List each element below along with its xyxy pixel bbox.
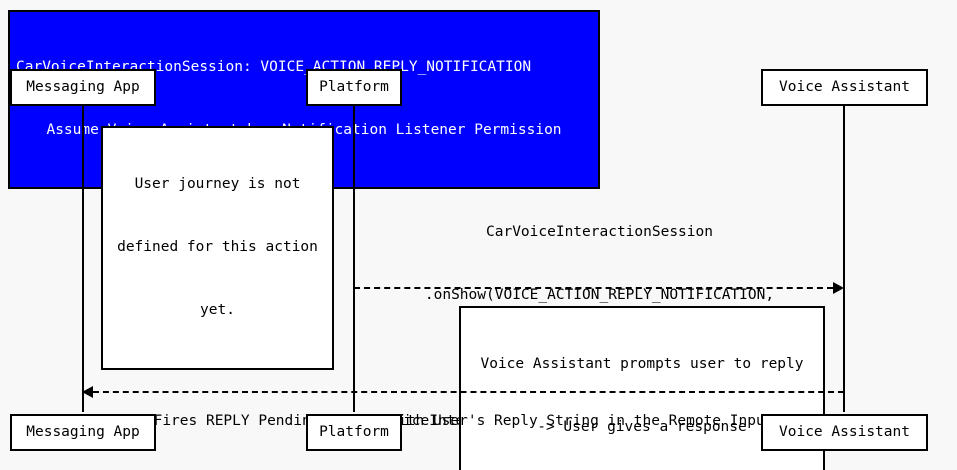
participant-voice-assistant-bottom[interactable]: Voice Assistant bbox=[761, 414, 928, 451]
participant-messaging-app-bottom[interactable]: Messaging App bbox=[10, 414, 156, 451]
message-reply-pending-intent-arrow-head bbox=[82, 386, 93, 398]
message-reply-pending-intent-arrow-line bbox=[93, 391, 844, 393]
message-reply-pending-intent-label: Fires REPLY Pending Intent with User's R… bbox=[84, 369, 843, 470]
message-onshow-line-1: CarVoiceInteractionSession bbox=[486, 224, 713, 240]
participant-messaging-app-top[interactable]: Messaging App bbox=[10, 69, 156, 106]
note-user-journey: User journey is not defined for this act… bbox=[101, 126, 334, 370]
message-reply-pending-intent-line-1: Fires REPLY Pending Intent with User's R… bbox=[153, 413, 774, 429]
participant-platform-top[interactable]: Platform bbox=[306, 69, 402, 106]
note-user-journey-line-3: yet. bbox=[200, 302, 235, 318]
note-user-journey-line-1: User journey is not bbox=[134, 176, 301, 192]
participant-voice-assistant-top[interactable]: Voice Assistant bbox=[761, 69, 928, 106]
note-assistant-prompt-line-1: Voice Assistant prompts user to reply bbox=[480, 356, 804, 372]
message-onshow-line-2: .onShow(VOICE_ACTION_REPLY_NOTIFICATION, bbox=[424, 287, 775, 303]
participant-platform-bottom[interactable]: Platform bbox=[306, 414, 402, 451]
lifeline-voice-assistant bbox=[843, 105, 845, 412]
message-onshow-arrow-line bbox=[354, 287, 833, 289]
note-user-journey-line-2: defined for this action bbox=[117, 239, 318, 255]
note-assistant-prompt-line-2: -> User gives a response bbox=[537, 419, 747, 435]
lifeline-platform bbox=[353, 105, 355, 412]
lifeline-messaging-app bbox=[82, 105, 84, 412]
message-onshow-arrow-head bbox=[833, 282, 844, 294]
